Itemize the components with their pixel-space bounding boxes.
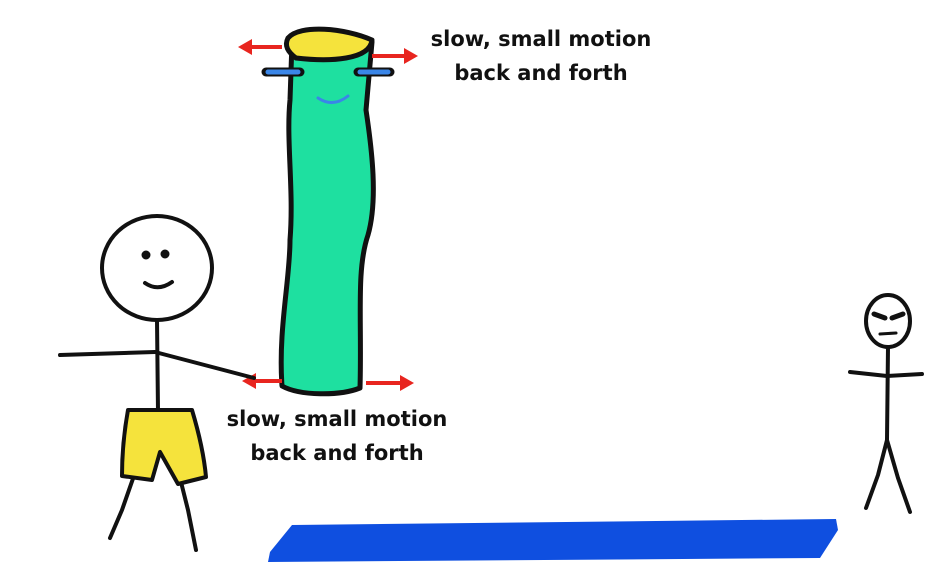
stick-figure-left <box>58 214 256 552</box>
arrow-top-right <box>372 48 418 64</box>
annotation-top: slow, small motion back and forth <box>425 22 657 90</box>
annotation-bottom: slow, small motion back and forth <box>221 402 453 470</box>
tube-top <box>283 26 375 63</box>
annotation-top-line1: slow, small motion <box>430 27 652 51</box>
stick-figure-right <box>848 293 924 514</box>
annotation-bottom-line1: slow, small motion <box>226 407 448 431</box>
tube-smile <box>316 94 350 104</box>
arrow-bottom-right <box>366 375 414 391</box>
arrow-top-left <box>238 39 282 55</box>
yellow-shorts <box>120 408 208 486</box>
annotation-top-line2: back and forth <box>454 61 628 85</box>
blue-mat <box>268 519 838 562</box>
head <box>100 214 214 322</box>
annotation-bottom-line2: back and forth <box>250 441 424 465</box>
green-tube <box>278 31 376 397</box>
